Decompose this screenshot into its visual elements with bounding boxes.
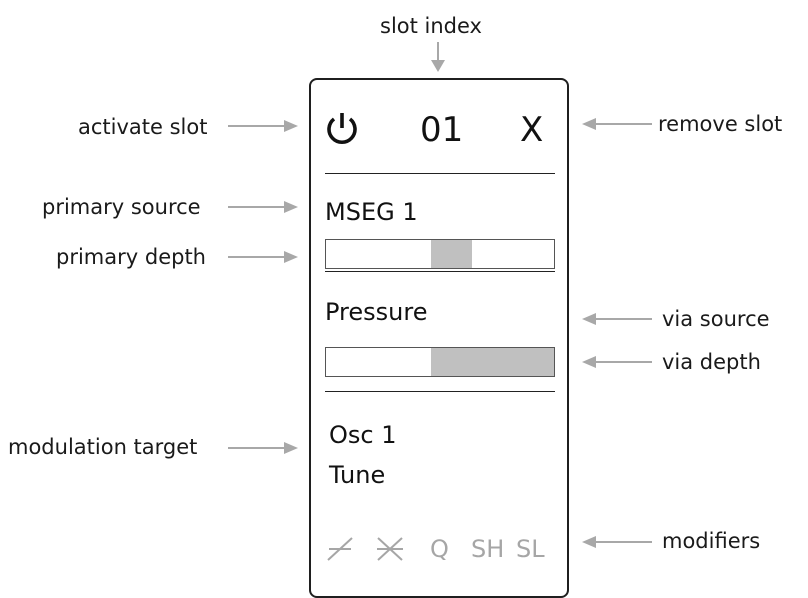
remove-slot-arrow — [582, 118, 652, 130]
activate-slot-arrow — [228, 120, 298, 132]
remove-slot-label: remove slot — [658, 112, 783, 136]
modulation-target-arrow — [228, 442, 298, 454]
primary-source-value[interactable]: MSEG 1 — [325, 198, 418, 226]
slot-index-arrow — [431, 42, 445, 72]
modifier-sl[interactable]: SL — [516, 535, 545, 563]
modifier-sh[interactable]: SH — [471, 535, 505, 563]
primary-depth-slider[interactable] — [325, 239, 555, 269]
modulation-target-line2[interactable]: Tune — [329, 461, 386, 489]
primary-depth-label: primary depth — [56, 245, 206, 269]
modifiers-label: modifiers — [662, 529, 761, 553]
primary-divider — [325, 271, 555, 272]
via-source-arrow — [582, 313, 652, 325]
primary-source-arrow — [228, 201, 298, 213]
activate-slot-label: activate slot — [78, 115, 208, 139]
primary-source-label: primary source — [42, 195, 201, 219]
via-source-label: via source — [662, 307, 770, 331]
modulation-target-label: modulation target — [8, 435, 198, 459]
modifiers-arrow — [582, 536, 652, 548]
primary-depth-arrow — [228, 251, 298, 263]
via-depth-arrow — [582, 356, 652, 368]
modulation-target-line1[interactable]: Osc 1 — [329, 421, 397, 449]
cross-icon[interactable] — [375, 534, 405, 564]
header-divider — [325, 173, 555, 174]
primary-depth-fill — [430, 240, 472, 268]
slash-icon[interactable] — [325, 534, 355, 564]
via-depth-label: via depth — [662, 350, 761, 374]
remove-slot-button[interactable]: X — [520, 110, 544, 150]
slot-index-value: 01 — [420, 110, 464, 150]
slot-index-label: slot index — [380, 14, 482, 38]
modulation-slot-panel: 01 X MSEG 1 Pressure Osc 1 Tune Q SH SL — [309, 78, 569, 598]
via-depth-fill — [430, 348, 554, 376]
via-depth-slider[interactable] — [325, 347, 555, 377]
modifier-q[interactable]: Q — [430, 535, 449, 563]
via-divider — [325, 391, 555, 392]
via-source-value[interactable]: Pressure — [325, 298, 428, 326]
power-icon[interactable] — [325, 111, 359, 147]
